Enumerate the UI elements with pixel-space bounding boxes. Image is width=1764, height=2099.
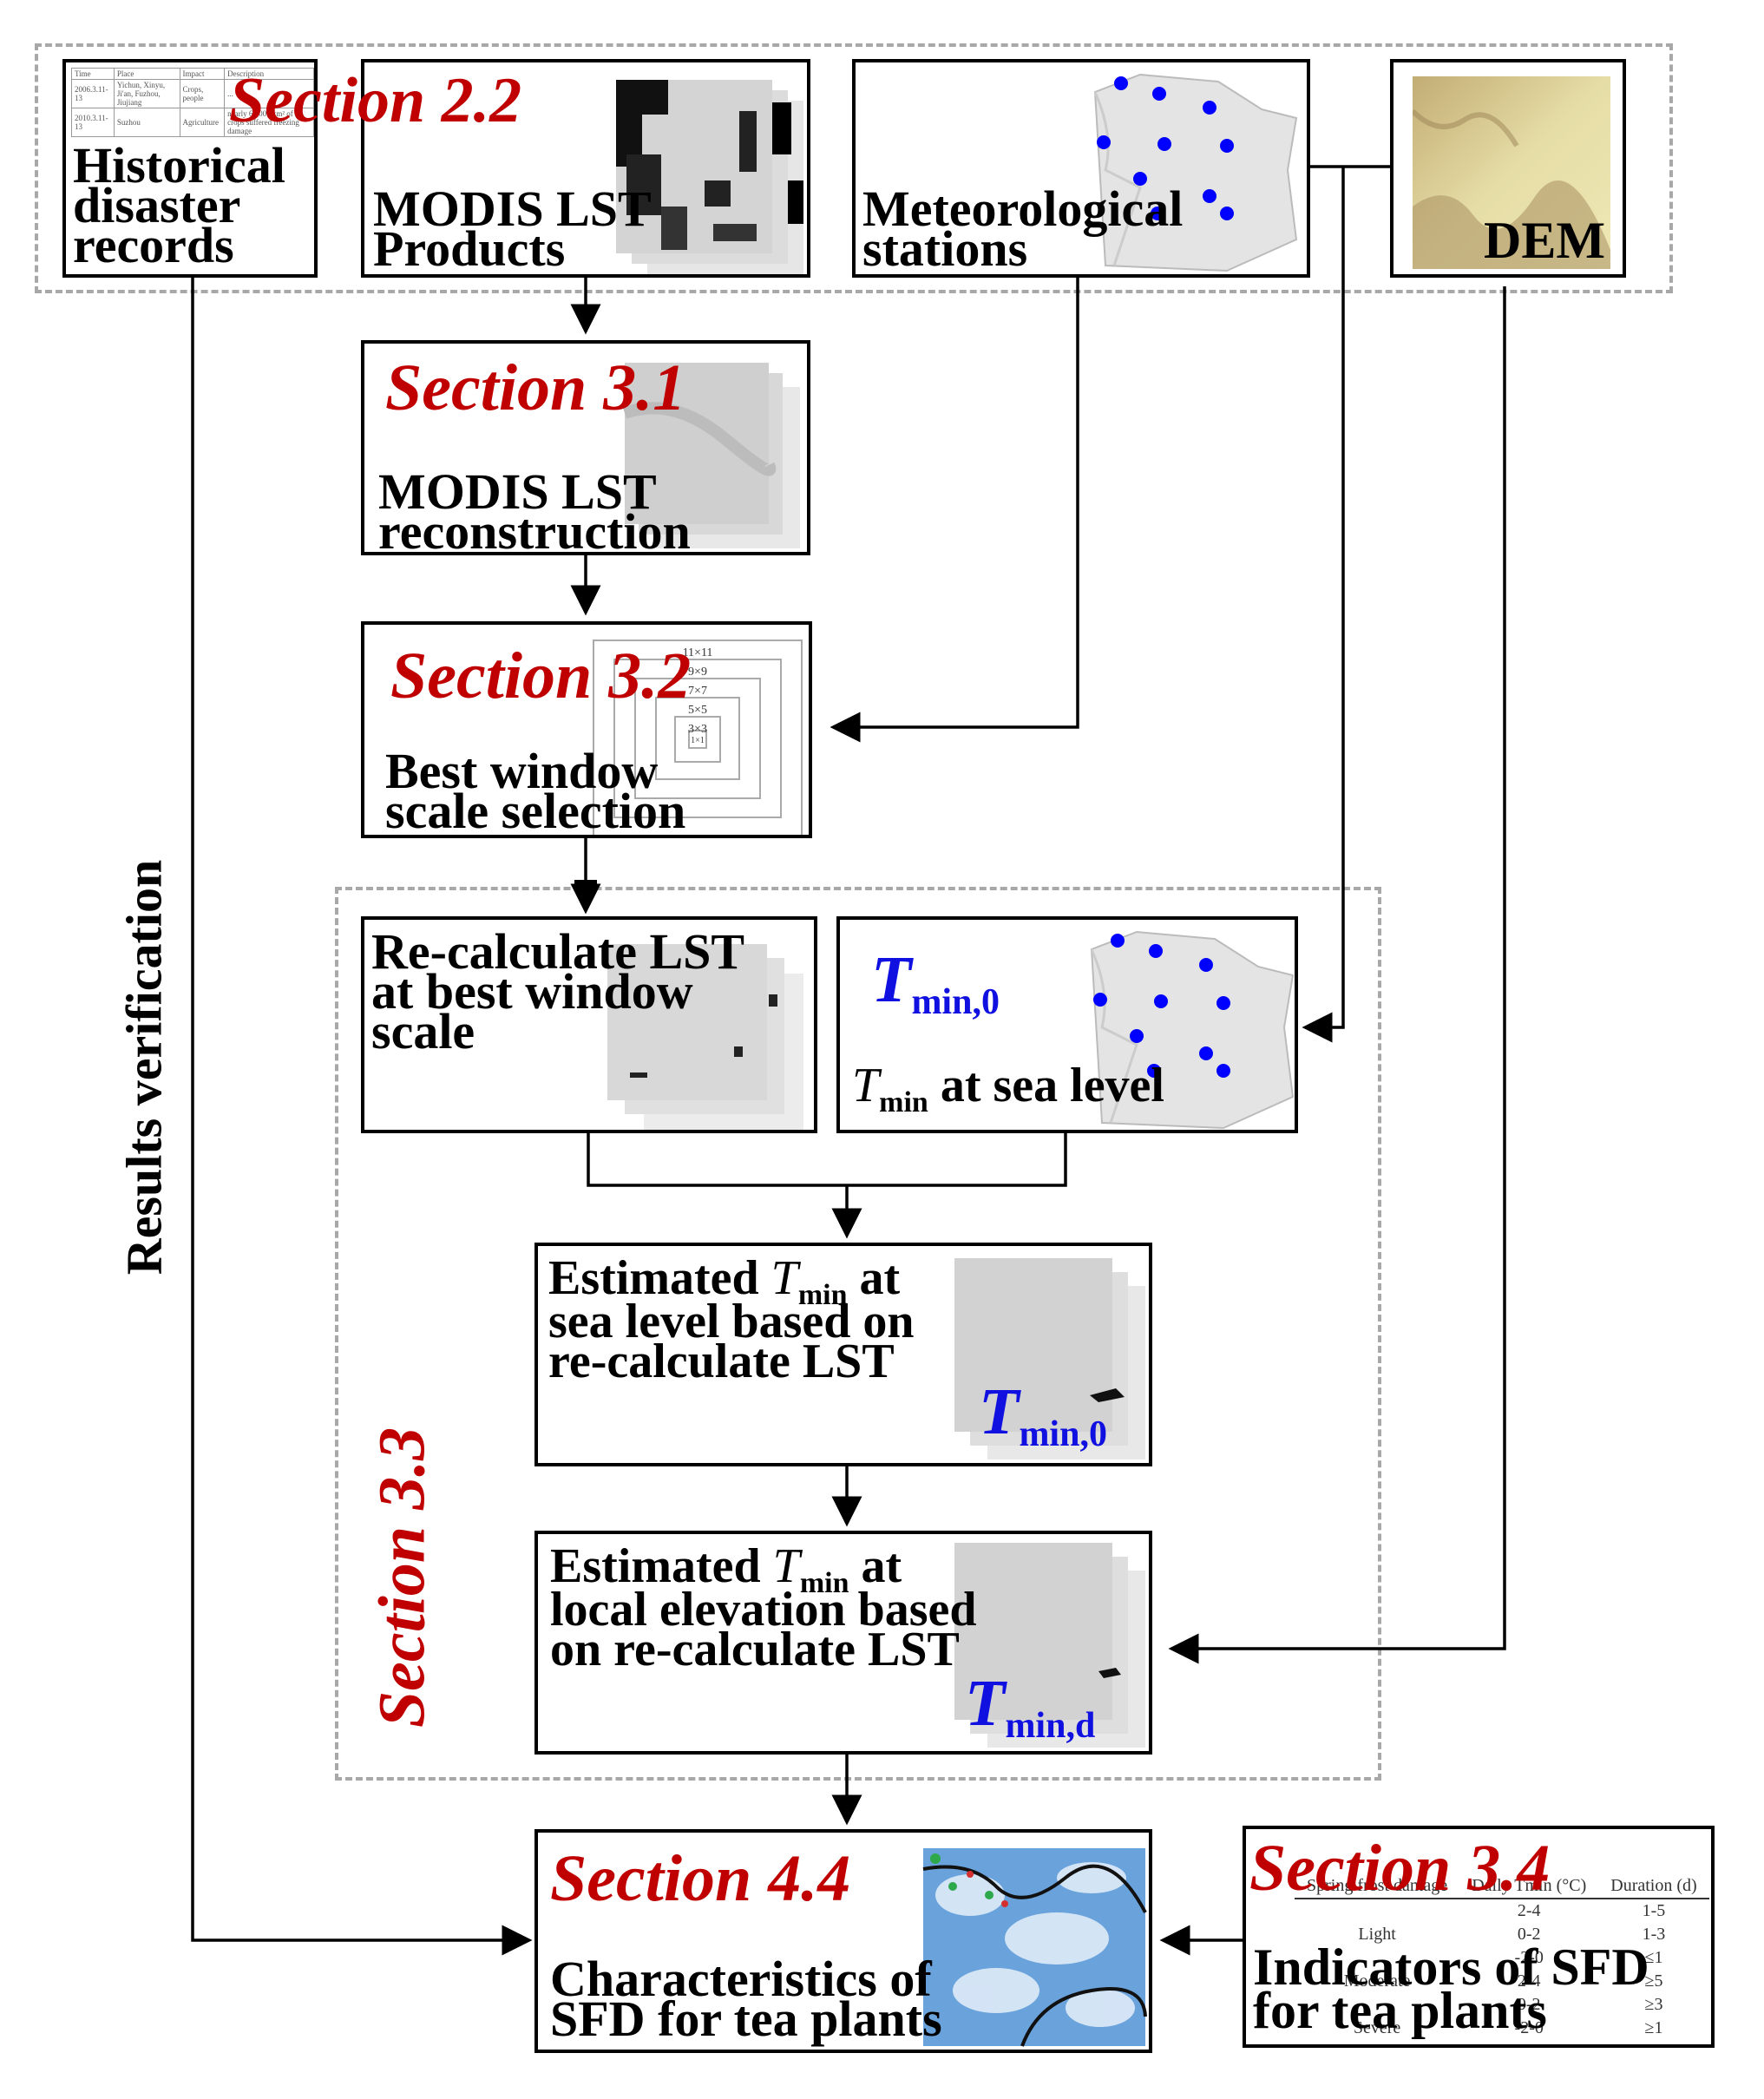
section-3-1-label: Section 3.1 (385, 351, 686, 424)
estimated-tmin-sea-box: Estimated Tmin at sea level based on re-… (534, 1243, 1152, 1466)
records-cell: Yichun, Xinyu, Ji'an, Fuzhou, Jiujiang (113, 79, 180, 108)
section-2-2-label: Section 2.2 (229, 65, 522, 136)
meteorological-stations-box: Meteorological stations (852, 59, 1310, 278)
records-header-cell: Place (113, 68, 180, 80)
stations-map-thumbnail (1093, 73, 1298, 272)
best-window-label: Best window scale selection (385, 743, 686, 838)
window-scale-label: 3×3 (688, 723, 707, 736)
records-cell: Suzhou (113, 108, 180, 137)
sfd-cell: 1-3 (1642, 1925, 1666, 1944)
sfd-row: 2-4 1-5 (1295, 1899, 1709, 1923)
sfd-cell: 1-5 (1642, 1901, 1666, 1920)
window-scale-label: 5×5 (688, 704, 707, 717)
estimated-tmin-local-label: local elevation based on re-calculate LS… (550, 1583, 977, 1676)
sfd-header-cell: Duration (d) (1610, 1876, 1697, 1895)
records-cell: Crops, people (179, 79, 226, 108)
section-3-2-label: Section 3.2 (390, 640, 692, 712)
sfd-cell: 2-4 (1517, 1901, 1541, 1920)
estimated-tmin-local-box: Estimated Tmin at local elevation based … (534, 1531, 1152, 1755)
sfd-cell: ≥3 (1644, 1995, 1663, 2014)
arrow-head-marker (574, 880, 597, 885)
modis-cloudy-thumbnail (616, 80, 803, 274)
estimated-tmin-sea-label: sea level based on re-calculate LST (548, 1295, 915, 1388)
recalculate-lst-box: Re-calculate LST at best window scale (361, 916, 817, 1133)
characteristics-box: Section 4.4 Characteristics of SFD for t… (534, 1829, 1152, 2053)
sfd-cell: Moderate (1343, 1971, 1411, 1991)
sfd-cell: ≥5 (1644, 1971, 1663, 1991)
records-cell: nearly 60,000 km² of crops suffered free… (224, 108, 314, 137)
tmin0-symbol: Tmin,0 (871, 943, 1000, 1022)
sfd-cell: -2-0 (1514, 2018, 1544, 2037)
tmin0-symbol-estimate: Tmin,0 (979, 1375, 1107, 1454)
station-dots (1097, 76, 1234, 220)
records-header-cell: Impact (179, 68, 226, 80)
section-3-4-label: Section 3.4 (1249, 1832, 1551, 1905)
sfd-row: Severe -2-0 ≥1 (1295, 2017, 1709, 2040)
sfd-cell: 0-2 (1517, 1995, 1541, 2014)
modis-products-box: MODIS LST Products (361, 59, 810, 278)
sfd-cell: Severe (1353, 2018, 1401, 2037)
input-data-group (35, 43, 1673, 293)
section-3-3-group (335, 887, 1381, 1781)
sfd-cell: 2-4 (1517, 1971, 1541, 1991)
records-cell: ... (224, 79, 314, 108)
reconstruction-label: MODIS LST reconstruction (378, 463, 691, 555)
meteorological-stations-label: Meteorological stations (862, 180, 1184, 277)
historical-records-label: Historical disaster records (73, 137, 285, 273)
reconstruction-box: Section 3.1 MODIS LST reconstruction (361, 340, 810, 555)
estimated-local-thumbnail (954, 1543, 1145, 1748)
sfd-row: -2-0 ≤1 (1295, 1946, 1709, 1970)
records-cell: 2010.3.11-13 (71, 108, 115, 137)
sfd-cell: 0-2 (1517, 1925, 1541, 1944)
records-cell: Agriculture (179, 108, 226, 137)
connector-recalc-down (587, 1133, 1067, 1187)
modis-products-label: MODIS LST Products (373, 180, 652, 277)
sfd-cell: ≥1 (1644, 2018, 1663, 2037)
sfd-row: Light 0-2 1-3 (1295, 1923, 1709, 1946)
dem-label: DEM (1484, 212, 1605, 269)
window-scale-label: 11×11 (683, 646, 713, 659)
window-scale-label: 1×1 (691, 736, 705, 745)
sfd-cell: Light (1358, 1925, 1396, 1944)
window-scale-label: 7×7 (688, 685, 707, 698)
sfd-cell: -2-0 (1514, 1948, 1544, 1967)
estimated-tmin-sea-title: Estimated Tmin at (548, 1251, 901, 1312)
characteristics-label: Characteristics of SFD for tea plants (550, 1951, 942, 2047)
arrow-dem-to-est-local (1168, 286, 1506, 1664)
dem-box: DEM (1390, 59, 1626, 278)
tmin-sea-level-box: Tmin,0 Tmin at sea level (836, 916, 1298, 1133)
section-4-4-label: Section 4.4 (550, 1842, 851, 1915)
stations-map-thumbnail-2 (1090, 930, 1295, 1130)
arrow-meteo-dem-to-tmin0 (1305, 165, 1390, 1027)
sfd-header-cell: Daily Tmin (°C) (1472, 1876, 1587, 1895)
sfd-header-cell: Spring frost damage (1307, 1876, 1448, 1895)
estimated-sea-thumbnail (954, 1258, 1145, 1459)
reconstructed-lst-thumbnail (622, 363, 800, 548)
window-scale-thumbnail: 11×11 9×9 7×7 5×5 3×31×1 (593, 640, 803, 835)
sfd-row: Moderate 2-4 ≥5 (1295, 1970, 1709, 1993)
records-cell: 2006.3.11-13 (71, 79, 115, 108)
recalculate-lst-label: Re-calculate LST at best window scale (371, 923, 745, 1059)
recalculated-lst-thumbnail (607, 944, 803, 1130)
estimated-tmin-local-title: Estimated Tmin at (550, 1539, 902, 1600)
tmind-symbol-estimate: Tmin,d (965, 1667, 1096, 1746)
dem-thumbnail (1413, 76, 1610, 269)
sfd-row: 0-2 ≥3 (1295, 1993, 1709, 2017)
sfd-indicator-table: Spring frost damage Daily Tmin (°C) Durati… (1295, 1874, 1709, 2040)
tmin-sea-level-label: Tmin at sea level (852, 1059, 1164, 1119)
window-scale-label: 9×9 (688, 666, 707, 679)
sfd-map-thumbnail (922, 1848, 1147, 2047)
indicators-label: Indicators of SFD for tea plants (1253, 1938, 1649, 2039)
records-header-cell: Time (71, 68, 115, 80)
arrow-verification (191, 276, 533, 1956)
indicators-box: Spring frost damage Daily Tmin (°C) Durati… (1243, 1826, 1715, 2048)
sfd-cell: ≤1 (1644, 1948, 1663, 1967)
arrow-meteo-to-window (830, 276, 1079, 743)
